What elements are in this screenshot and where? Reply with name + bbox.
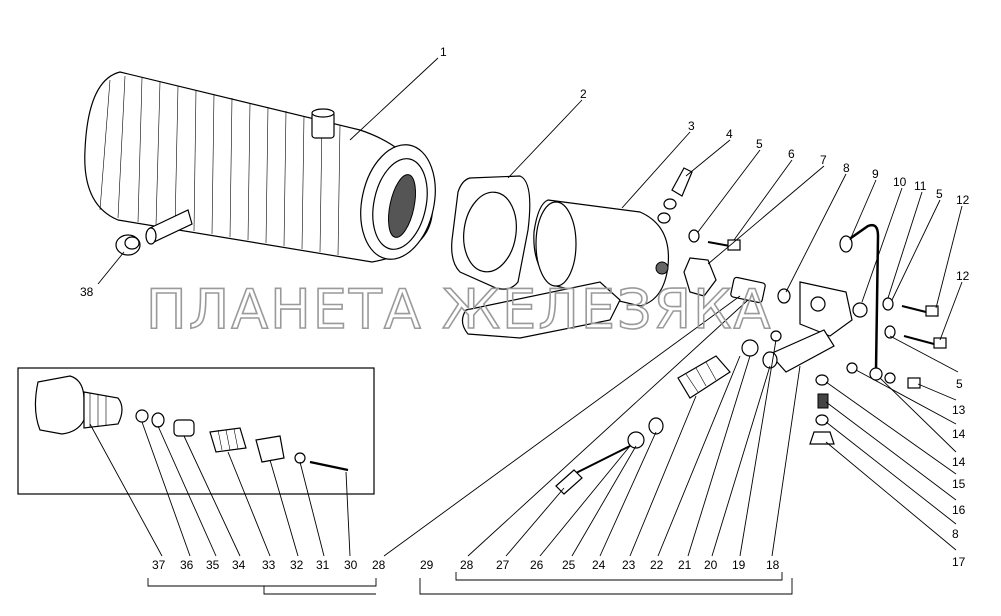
callout-3: 3 bbox=[688, 119, 695, 133]
bottom-label-1: 36 bbox=[180, 558, 194, 572]
inset-injector-detail bbox=[17, 367, 375, 495]
part-1-cylinder-body bbox=[84, 71, 436, 263]
part-3-burner-housing bbox=[461, 199, 670, 339]
part-9-pipe bbox=[839, 223, 883, 381]
callout-15: 15 bbox=[952, 477, 966, 491]
callout-9: 9 bbox=[872, 167, 879, 181]
part-10-nut bbox=[852, 302, 868, 318]
part-14-washers bbox=[846, 362, 858, 374]
part-33-spring bbox=[209, 427, 247, 453]
bottom-label-16: 22 bbox=[650, 558, 664, 572]
callout-17: 17 bbox=[952, 555, 966, 569]
part-13-bolt bbox=[884, 372, 921, 389]
bottom-label-18: 20 bbox=[704, 558, 718, 572]
callout-16: 16 bbox=[952, 503, 966, 517]
callout-12a: 12 bbox=[956, 193, 970, 207]
callout-5c: 5 bbox=[956, 377, 963, 391]
part-11-washer bbox=[882, 297, 894, 311]
part-24-25-seals bbox=[627, 417, 664, 449]
part-30-needle bbox=[309, 460, 349, 472]
callout-7: 7 bbox=[820, 153, 827, 167]
callout-5: 5 bbox=[756, 137, 763, 151]
callout-13: 13 bbox=[952, 403, 966, 417]
bottom-label-11: 27 bbox=[496, 558, 510, 572]
part-32-nut bbox=[255, 435, 285, 463]
bottom-label-6: 31 bbox=[316, 558, 330, 572]
bottom-label-4: 33 bbox=[262, 558, 276, 572]
bottom-callout-row: 37 36 35 34 33 32 31 30 28 29 28 27 26 2… bbox=[152, 558, 780, 572]
part-7-gasket bbox=[683, 257, 717, 297]
callout-14b: 14 bbox=[952, 455, 966, 469]
callout-8b: 8 bbox=[952, 527, 959, 541]
part-38-plug bbox=[115, 234, 141, 256]
callout-10: 10 bbox=[893, 175, 907, 189]
part-35-washer bbox=[151, 412, 165, 428]
callout-4: 4 bbox=[726, 127, 733, 141]
watermark-text: ПЛАНЕТА ЖЕЛЕЗЯКА bbox=[146, 278, 772, 341]
leader-lines bbox=[89, 57, 963, 557]
callout-11: 11 bbox=[914, 179, 927, 193]
bottom-label-14: 24 bbox=[592, 558, 606, 572]
bottom-label-0: 37 bbox=[152, 558, 166, 572]
bottom-label-9: 29 bbox=[420, 558, 434, 572]
callout-6: 6 bbox=[788, 147, 795, 161]
bottom-label-8: 28 bbox=[372, 558, 386, 572]
part-2-gasket bbox=[451, 175, 531, 290]
callout-5b: 5 bbox=[936, 187, 943, 201]
part-36-washer bbox=[135, 409, 149, 423]
bottom-label-15: 23 bbox=[622, 558, 636, 572]
bottom-label-5: 32 bbox=[290, 558, 304, 572]
callout-labels: 1 2 3 4 5 6 7 8 9 10 11 5 12 12 5 13 14 … bbox=[80, 45, 970, 569]
callout-14a: 14 bbox=[952, 427, 966, 441]
bottom-label-17: 21 bbox=[678, 558, 692, 572]
bottom-label-13: 25 bbox=[562, 558, 576, 572]
part-12-bolts bbox=[884, 305, 947, 349]
bottom-label-10: 28 bbox=[460, 558, 474, 572]
callout-8: 8 bbox=[843, 161, 850, 175]
part-31-washer bbox=[294, 452, 306, 464]
bottom-label-3: 34 bbox=[232, 558, 246, 572]
callout-12b: 12 bbox=[956, 269, 970, 283]
grouping-brackets bbox=[147, 572, 793, 595]
part-37-nozzle-body bbox=[34, 375, 123, 435]
part-23-filter bbox=[677, 355, 731, 399]
callout-2: 2 bbox=[580, 87, 587, 101]
bottom-label-2: 35 bbox=[206, 558, 220, 572]
part-15-16-17-plug-set bbox=[809, 374, 835, 445]
part-34-sleeve bbox=[173, 419, 195, 437]
part-5-washer bbox=[688, 229, 700, 243]
callout-38: 38 bbox=[80, 285, 94, 299]
part-18-valve-body bbox=[769, 329, 835, 373]
callout-1: 1 bbox=[440, 45, 447, 59]
part-4-fitting bbox=[657, 167, 693, 224]
bottom-label-7: 30 bbox=[344, 558, 358, 572]
bottom-label-20: 18 bbox=[766, 558, 780, 572]
bottom-label-19: 19 bbox=[732, 558, 746, 572]
part-26-27-probe bbox=[555, 445, 631, 495]
bottom-label-12: 26 bbox=[530, 558, 544, 572]
part-valve-block bbox=[799, 281, 853, 337]
part-8-washer bbox=[777, 288, 791, 304]
